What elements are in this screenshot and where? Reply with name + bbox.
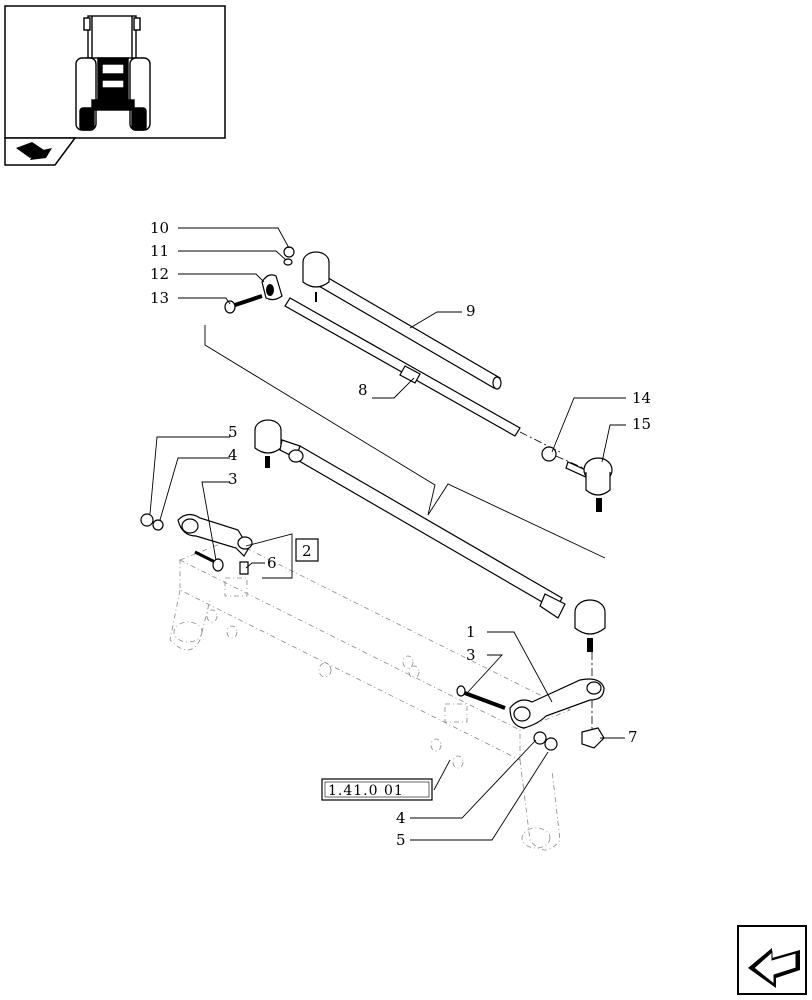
callout-14: 14	[632, 389, 651, 407]
left-steering-arm	[140, 513, 253, 575]
ball-joint-left	[254, 419, 304, 468]
callout-6: 6	[267, 554, 277, 572]
callout-3-mid: 3	[466, 646, 476, 664]
callout-4-top: 4	[228, 446, 238, 464]
washer-4-left	[152, 519, 164, 531]
steering-section-icon	[16, 142, 52, 160]
bolt-13	[224, 294, 263, 314]
callout-10: 10	[150, 219, 169, 237]
lower-tie-rod-assembly	[254, 419, 606, 749]
pin-3-right	[456, 685, 466, 697]
callout-9: 9	[466, 302, 476, 320]
washer-4-right	[533, 731, 547, 745]
washer-5-right	[544, 737, 558, 751]
right-steering-arm	[456, 678, 605, 751]
upper-tie-rod-assembly	[224, 246, 613, 512]
tractor-thumbnail[interactable]	[4, 5, 226, 166]
callout-2: 2	[302, 542, 312, 560]
clamp-12	[261, 274, 283, 301]
nut-10	[283, 246, 295, 258]
reference-link[interactable]: 1.41.0 01	[321, 778, 433, 801]
callout-7: 7	[628, 728, 638, 746]
front-axle-phantom	[169, 539, 571, 851]
callout-8: 8	[358, 381, 368, 399]
pin-3-left	[212, 558, 224, 572]
leader-lines	[149, 227, 626, 841]
ball-joint-15	[565, 457, 613, 512]
assembly-bracket-line	[204, 325, 606, 559]
nut-7	[581, 727, 605, 749]
callout-labels: 10 11 12 13 9 8 14 15 5 4 3 2 6 1 3 7 4 …	[150, 219, 651, 849]
callout-15: 15	[632, 415, 651, 433]
nut-14	[541, 446, 557, 462]
reference-label: 1.41.0 01	[328, 783, 404, 799]
tie-rod-8	[284, 297, 521, 437]
tractor-front-view-icon	[75, 15, 151, 131]
washer-11	[283, 258, 293, 266]
ball-joint-right	[574, 599, 606, 652]
washer-5-left	[140, 513, 154, 527]
callout-2-box	[295, 538, 319, 562]
callout-5-bottom: 5	[396, 831, 406, 849]
ball-joint-upper	[302, 251, 330, 302]
tie-rod-tube	[293, 445, 563, 611]
grease-fitting-6	[239, 561, 249, 575]
callout-11: 11	[150, 242, 169, 260]
callout-3-top: 3	[228, 470, 238, 488]
callout-1: 1	[466, 623, 476, 641]
callout-5-top: 5	[228, 423, 238, 441]
callout-4-bottom: 4	[396, 809, 406, 827]
callout-12: 12	[150, 265, 169, 283]
previous-page-arrow-icon[interactable]	[737, 925, 807, 995]
callout-13: 13	[150, 289, 169, 307]
